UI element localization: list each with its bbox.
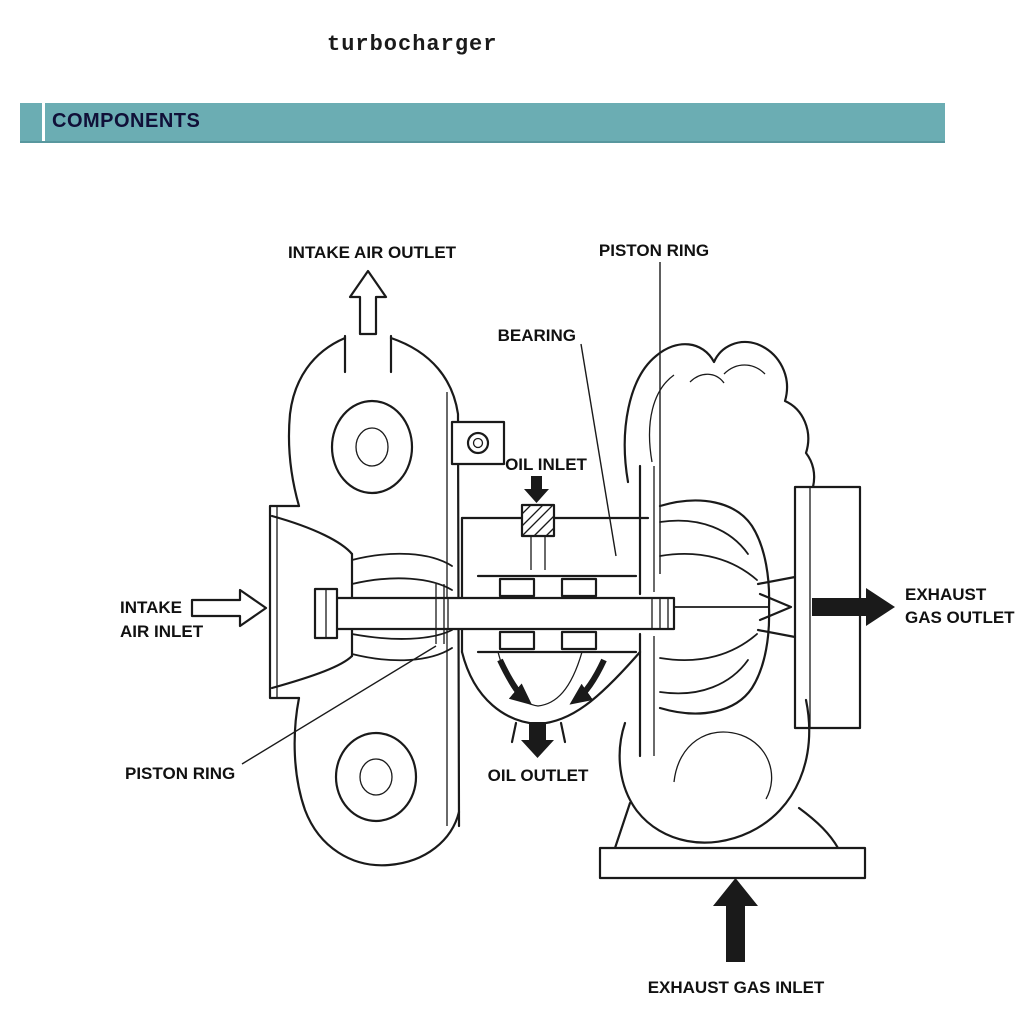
label-intake-air-inlet-line2: AIR INLET	[120, 622, 204, 641]
label-piston-ring-bottom: PISTON RING	[125, 764, 235, 783]
label-oil-inlet: OIL INLET	[505, 455, 587, 474]
oil-inlet-arrow	[524, 476, 549, 503]
oil-outlet-arrow	[521, 722, 554, 758]
bearing-leader	[580, 343, 617, 557]
label-exhaust-gas-outlet-line1: EXHAUST	[905, 585, 987, 604]
page-title: turbocharger	[327, 32, 498, 57]
turbine-wheel	[658, 499, 771, 715]
label-bearing: BEARING	[498, 326, 576, 345]
label-intake-air-inlet-line1: INTAKE	[120, 598, 182, 617]
label-exhaust-gas-inlet: EXHAUST GAS INLET	[648, 978, 825, 997]
bar-stripe	[42, 103, 45, 141]
oil-drain-arrows	[497, 658, 607, 706]
exhaust-gas-inlet-arrow	[713, 878, 758, 962]
intake-air-outlet-arrow	[348, 269, 388, 336]
exhaust-inlet-flange	[598, 846, 867, 880]
shaft	[313, 584, 676, 644]
oil-port-hatching	[521, 504, 555, 537]
label-exhaust-gas-outlet-line2: GAS OUTLET	[905, 608, 1015, 627]
label-intake-air-outlet: INTAKE AIR OUTLET	[288, 243, 457, 262]
components-bar: COMPONENTS	[20, 103, 945, 143]
bearing-housing	[450, 420, 650, 744]
bearings	[498, 577, 598, 651]
intake-air-inlet-arrow	[190, 588, 268, 628]
exhaust-gas-outlet-arrow	[812, 588, 895, 626]
piston-ring-bottom-leader	[241, 645, 437, 765]
components-label: COMPONENTS	[52, 110, 201, 132]
label-oil-outlet: OIL OUTLET	[488, 766, 589, 785]
label-piston-ring-top: PISTON RING	[599, 241, 709, 260]
